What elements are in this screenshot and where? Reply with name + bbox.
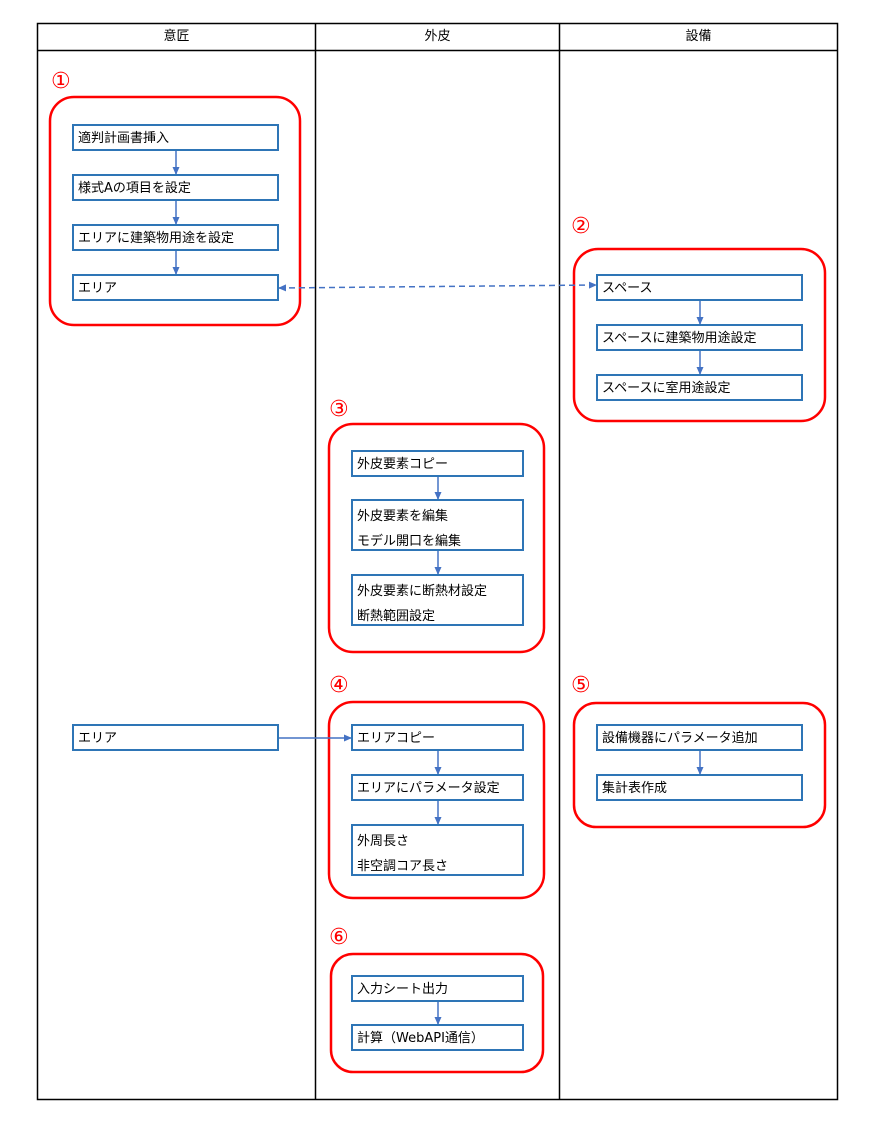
step-box: エリアにパラメータ設定 <box>351 774 524 801</box>
step-label: 様式Aの項目を設定 <box>78 181 191 196</box>
step-label: エリアにパラメータ設定 <box>357 781 500 796</box>
step-label: 計算（WebAPI通信） <box>357 1031 484 1046</box>
step-label: 集計表作成 <box>602 781 668 796</box>
step-label: 入力シート出力 <box>357 982 449 997</box>
step-label: エリア <box>78 731 118 746</box>
step-box: 外周長さ非空調コア長さ <box>351 824 524 876</box>
step-box: 入力シート出力 <box>351 975 524 1002</box>
link-arrow-dashed <box>278 281 597 292</box>
step-box: 適判計画書挿入 <box>72 124 279 151</box>
group-5-outline <box>572 701 827 829</box>
step-label: 非空調コア長さ <box>357 859 449 874</box>
group-number: ① <box>51 69 71 94</box>
step-box: 設備機器にパラメータ追加 <box>596 724 803 751</box>
step-box: 外皮要素に断熱材設定断熱範囲設定 <box>351 574 524 626</box>
diagram-frame <box>36 22 839 1101</box>
group-number: ④ <box>329 673 349 698</box>
step-box: 計算（WebAPI通信） <box>351 1024 524 1051</box>
step-box: スペースに室用途設定 <box>596 374 803 401</box>
group-number: ⑥ <box>329 925 349 950</box>
step-label: 外皮要素に断熱材設定 <box>357 584 488 599</box>
group-2-outline <box>572 247 827 423</box>
step-label: スペース <box>602 281 653 296</box>
step-label: 外周長さ <box>357 834 410 849</box>
step-label: スペースに室用途設定 <box>602 381 731 396</box>
step-label: 外皮要素コピー <box>357 457 449 472</box>
step-label: エリアに建築物用途を設定 <box>78 231 235 246</box>
step-box: エリアに建築物用途を設定 <box>72 224 279 251</box>
column-header-envelope: 外皮 <box>424 29 451 44</box>
step-box: エリア <box>72 724 279 751</box>
step-label: モデル開口を編集 <box>357 534 462 549</box>
step-label: 設備機器にパラメータ追加 <box>602 731 758 746</box>
group-3-outline <box>327 422 546 654</box>
step-label: 適判計画書挿入 <box>78 131 170 146</box>
step-box: 様式Aの項目を設定 <box>72 174 279 201</box>
group-1-outline <box>48 95 302 327</box>
step-box: エリアコピー <box>351 724 524 751</box>
column-header-equipment: 設備 <box>685 29 712 44</box>
step-label: エリアコピー <box>357 731 436 746</box>
step-box: スペースに建築物用途設定 <box>596 324 803 351</box>
step-box: 外皮要素を編集モデル開口を編集 <box>351 499 524 551</box>
step-box: 集計表作成 <box>596 774 803 801</box>
step-label: 外皮要素を編集 <box>357 509 449 524</box>
column-header-design: 意匠 <box>163 29 190 44</box>
step-label: スペースに建築物用途設定 <box>602 331 757 346</box>
group-number: ③ <box>329 397 349 422</box>
step-box: エリア <box>72 274 279 301</box>
group-number: ② <box>571 214 591 239</box>
group-number: ⑤ <box>571 673 591 698</box>
group-4-outline <box>327 700 546 900</box>
group-6-outline <box>329 952 545 1074</box>
step-label: 断熱範囲設定 <box>357 609 436 624</box>
step-box: スペース <box>596 274 803 301</box>
step-box: 外皮要素コピー <box>351 450 524 477</box>
step-label: エリア <box>78 281 118 296</box>
